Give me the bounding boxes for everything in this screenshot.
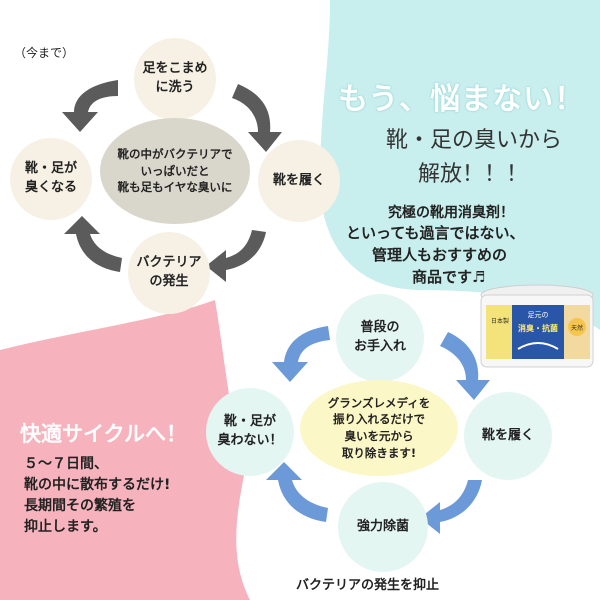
new-cycle-center: グランズレメディを 振り入れるだけで 臭いを元から 取り除きます! <box>300 380 458 476</box>
arrow-new-2 <box>440 332 490 400</box>
old-cycle-center: 靴の中がバクテリアで いっぱいだと 靴も足もイヤな臭いに <box>100 118 250 224</box>
old-step-bacteria: バクテリア の発生 <box>128 232 210 314</box>
pitch-line-4: 商品です♬ <box>412 268 486 286</box>
arrow-old-4 <box>64 216 122 272</box>
product-jar-image: 足元の 消臭・抗菌 日本製 天然 <box>480 284 594 368</box>
pitch-line-3: 管理人もおすすめの <box>372 246 508 264</box>
old-step-wash: 足をこまめ に洗う <box>134 38 216 120</box>
old-step-smell: 靴・足が 臭くなる <box>10 138 92 220</box>
jar-label-side: 日本製 <box>491 317 509 325</box>
new-step-remove: 強力除菌 <box>338 482 428 572</box>
new-cycle-arrows <box>266 326 490 534</box>
old-cycle-arrows <box>62 80 282 282</box>
pitch-line-1: 究極の靴用消臭剤！ <box>388 205 514 221</box>
pitch-line-2: といっても過言ではない、 <box>346 224 525 242</box>
hero-headline: もう、悩まない！ <box>338 82 586 117</box>
jar-label-badge: 天然 <box>571 324 583 332</box>
new-cycle-caption: バクテリアの発生を抑止 <box>296 578 440 593</box>
hero-line-2: 解放！！！ <box>418 162 529 187</box>
arrow-new-4 <box>266 462 328 522</box>
previous-label: （今まで） <box>14 46 75 60</box>
arrow-old-2 <box>232 84 282 152</box>
pink-panel-title: 快適サイクルへ！ <box>20 422 187 446</box>
new-step-wear: 靴を履く <box>464 392 552 480</box>
new-step-care: 普段の お手入れ <box>336 294 424 382</box>
mint-background <box>320 0 600 330</box>
old-step-wear: 靴を履く <box>258 140 340 222</box>
jar-label-top: 足元の <box>528 311 549 319</box>
pink-background <box>0 300 250 600</box>
new-step-nosmell: 靴・足が 臭わない！ <box>206 388 294 476</box>
arrow-new-1 <box>272 326 330 382</box>
arrow-old-1 <box>62 80 118 132</box>
hero-line-1: 靴・足の臭いから <box>386 128 563 153</box>
jar-label-main: 消臭・抗菌 <box>518 323 558 333</box>
pink-panel-body: ５〜７日間、 靴の中に散布するだけ! 長期間その繁殖を 抑止します。 <box>24 456 171 535</box>
arrow-new-3 <box>420 480 482 534</box>
arrow-old-3 <box>206 230 266 282</box>
